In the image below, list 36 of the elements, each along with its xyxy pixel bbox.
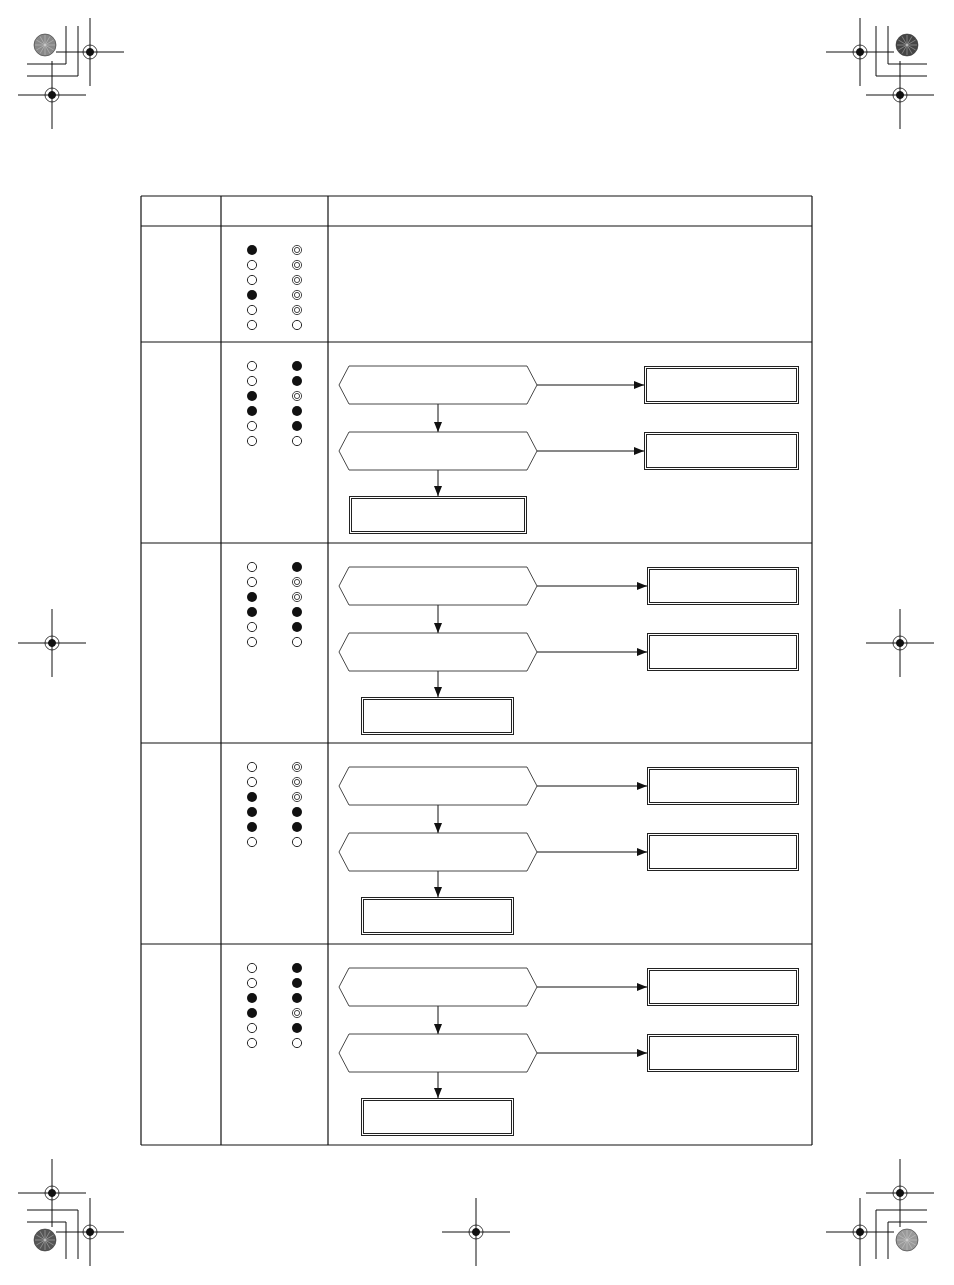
decision-hexagon [339, 767, 537, 805]
result-box [647, 767, 799, 805]
arrow [536, 582, 648, 590]
arrow [536, 782, 648, 790]
result-box [647, 567, 799, 605]
result-box [644, 432, 799, 470]
result-box [647, 833, 799, 871]
decision-hexagon [339, 567, 537, 605]
arrow [434, 1005, 442, 1035]
decision-hexagon [339, 366, 537, 404]
arrow [536, 447, 645, 455]
arrow [434, 804, 442, 834]
arrow [434, 469, 442, 497]
arrow [536, 648, 648, 656]
result-box [644, 366, 799, 404]
arrow [434, 670, 442, 698]
result-box [361, 1098, 514, 1136]
result-box [349, 496, 527, 534]
decision-hexagon [339, 1034, 537, 1072]
arrow [536, 848, 648, 856]
result-box [361, 897, 514, 935]
result-box [647, 1034, 799, 1072]
arrow [536, 983, 648, 991]
decision-hexagon [339, 432, 537, 470]
result-box [361, 697, 514, 735]
arrow [434, 1071, 442, 1099]
arrow [434, 604, 442, 634]
arrow [434, 403, 442, 433]
arrow [536, 381, 645, 389]
result-box [647, 968, 799, 1006]
arrow [434, 870, 442, 898]
decision-hexagon [339, 833, 537, 871]
decision-hexagon [339, 633, 537, 671]
decision-hexagon [339, 968, 537, 1006]
result-box [647, 633, 799, 671]
arrow [536, 1049, 648, 1057]
